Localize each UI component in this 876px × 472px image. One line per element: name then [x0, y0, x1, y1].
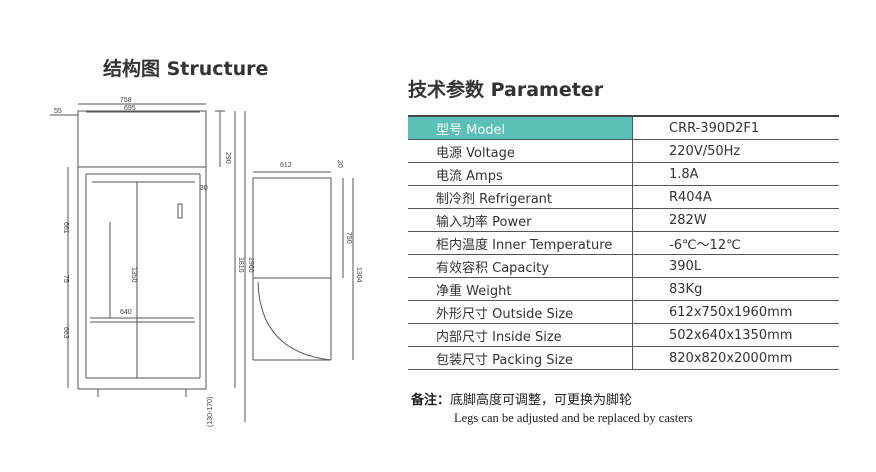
- svg-text:75: 75: [62, 275, 69, 283]
- table-row: 型号 Model CRR-390D2F1: [408, 115, 839, 140]
- structure-drawing: 758 695 55 290 30 661 75 663 1350 640 18…: [50, 97, 362, 427]
- svg-text:695: 695: [124, 105, 136, 112]
- table-row: 包装尺寸 Packing Size 820x820x2000mm: [408, 346, 839, 370]
- note-label: 备注：: [411, 393, 451, 408]
- note-english: Legs can be adjusted and be replaced by …: [454, 411, 693, 425]
- table-row: 内部尺寸 Inside Size 502x640x1350mm: [408, 323, 839, 347]
- row-value: 282W: [632, 208, 839, 232]
- svg-text:1350: 1350: [130, 267, 137, 283]
- svg-text:1304: 1304: [355, 267, 362, 283]
- svg-text:758: 758: [120, 97, 132, 104]
- svg-text:750: 750: [345, 232, 352, 244]
- svg-text:661: 661: [62, 222, 69, 234]
- table-row: 电源 Voltage 220V/50Hz: [408, 139, 839, 163]
- svg-text:612: 612: [280, 162, 292, 169]
- svg-text:20: 20: [336, 160, 343, 168]
- svg-text:290: 290: [224, 152, 231, 164]
- row-value: CRR-390D2F1: [632, 115, 839, 140]
- svg-text:30: 30: [200, 185, 208, 192]
- row-value: 820x820x2000mm: [632, 346, 839, 370]
- svg-text:640: 640: [120, 309, 132, 316]
- row-label: 外形尺寸 Outside Size: [408, 300, 633, 324]
- parameter-table: 型号 Model CRR-390D2F1 电源 Voltage 220V/50H…: [408, 115, 839, 370]
- parameter-title: 技术参数 Parameter: [408, 79, 604, 101]
- row-value: -6℃～12℃: [632, 231, 839, 255]
- table-row: 输入功率 Power 282W: [408, 208, 839, 232]
- svg-text:(130-170): (130-170): [207, 397, 214, 427]
- row-label: 电源 Voltage: [408, 139, 633, 163]
- table-row: 柜内温度 Inner Temperature -6℃～12℃: [408, 231, 839, 255]
- table-row: 外形尺寸 Outside Size 612x750x1960mm: [408, 300, 839, 324]
- table-row: 有效容积 Capacity 390L: [408, 254, 839, 278]
- row-label: 包装尺寸 Packing Size: [408, 346, 633, 370]
- row-value: 1.8A: [632, 162, 839, 186]
- row-label: 有效容积 Capacity: [408, 254, 633, 278]
- table-row: 制冷剂 Refrigerant R404A: [408, 185, 839, 209]
- svg-text:55: 55: [54, 108, 62, 115]
- row-value: 83Kg: [632, 277, 839, 301]
- table-row: 电流 Amps 1.8A: [408, 162, 839, 186]
- row-value: 502x640x1350mm: [632, 323, 839, 347]
- row-label: 内部尺寸 Inside Size: [408, 323, 633, 347]
- row-label: 输入功率 Power: [408, 208, 633, 232]
- row-value: 390L: [632, 254, 839, 278]
- row-value: 220V/50Hz: [632, 139, 839, 163]
- structure-title: 结构图 Structure: [103, 58, 269, 80]
- note: 备注：底脚高度可调整，可更换为脚轮: [411, 389, 632, 408]
- row-value: R404A: [632, 185, 839, 209]
- row-label: 型号 Model: [408, 115, 633, 140]
- row-label: 电流 Amps: [408, 162, 633, 186]
- table-row: 净重 Weight 83Kg: [408, 277, 839, 301]
- svg-text:1810: 1810: [237, 257, 244, 273]
- row-label: 制冷剂 Refrigerant: [408, 185, 633, 209]
- row-label: 净重 Weight: [408, 277, 633, 301]
- svg-text:1960: 1960: [247, 257, 254, 273]
- note-text: 底脚高度可调整，可更换为脚轮: [450, 393, 633, 408]
- svg-text:663: 663: [62, 327, 69, 339]
- row-label: 柜内温度 Inner Temperature: [408, 231, 633, 255]
- row-value: 612x750x1960mm: [632, 300, 839, 324]
